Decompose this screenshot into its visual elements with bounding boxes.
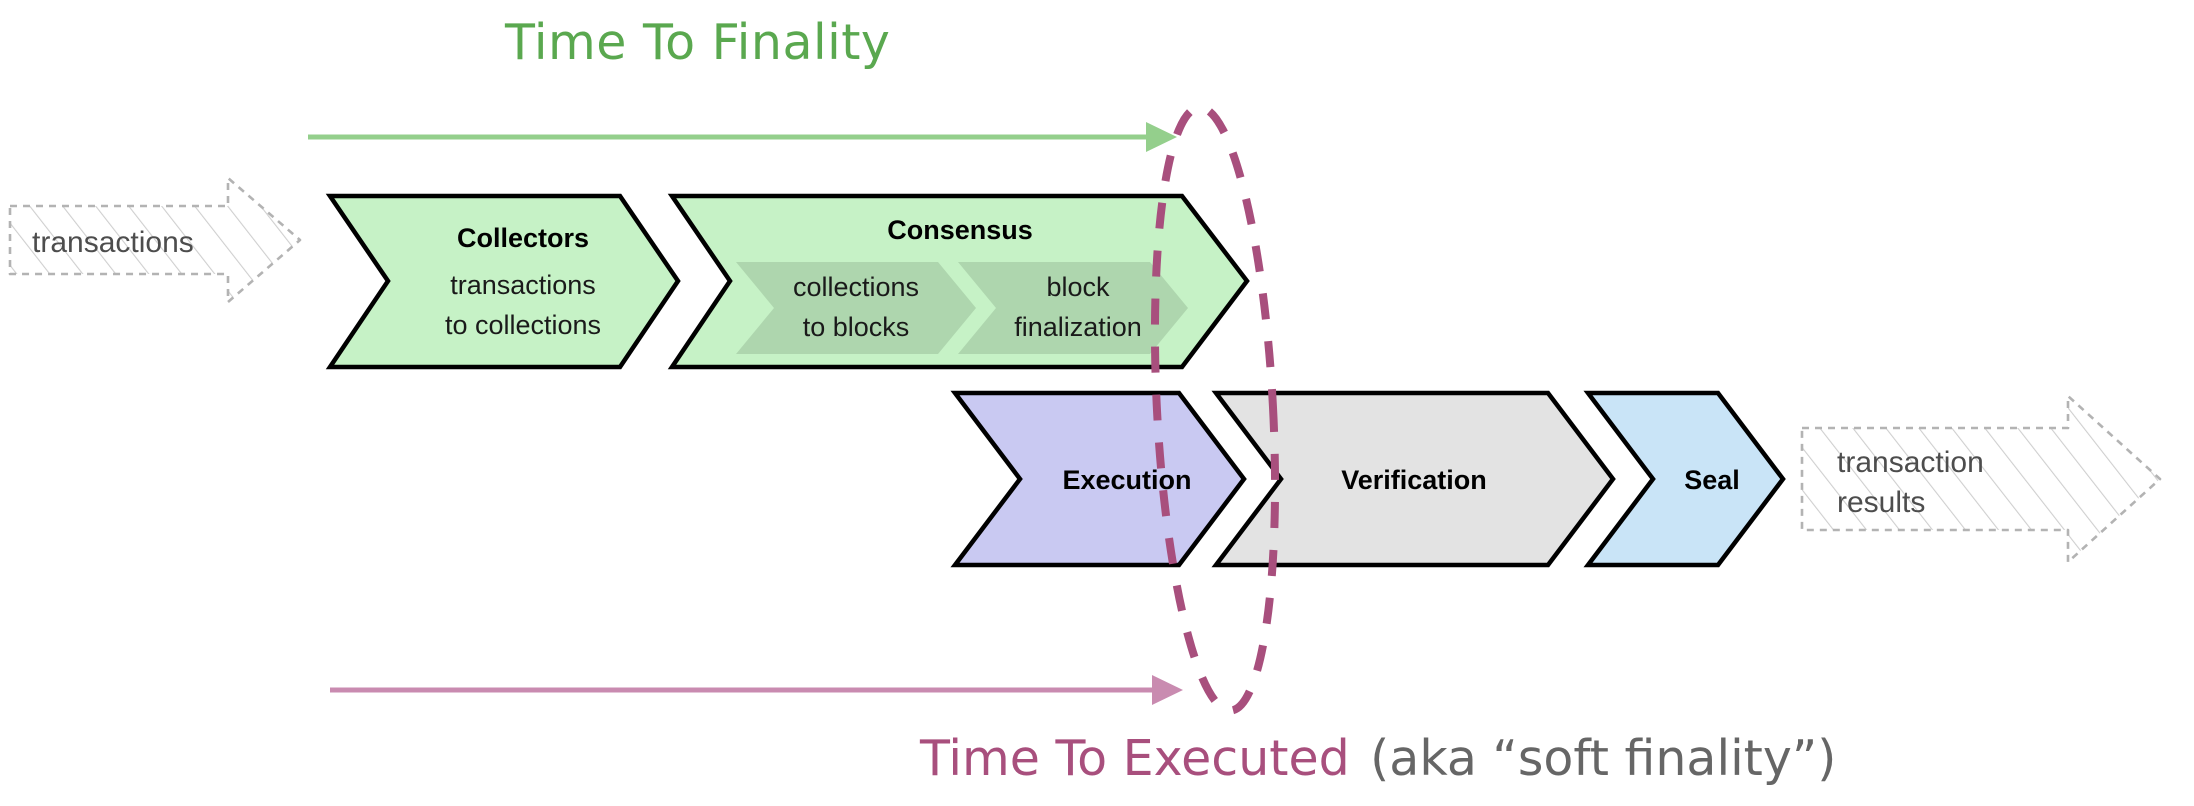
seal-title: Seal	[1684, 465, 1740, 495]
collectors-subtitle-line2: to collections	[445, 310, 601, 340]
stage-execution[interactable]: Execution	[950, 390, 1247, 568]
consensus-substage-block-finalization[interactable]: block finalization	[958, 262, 1188, 354]
verification-chevron[interactable]	[1211, 390, 1616, 568]
collectors-chevron[interactable]	[325, 193, 681, 370]
collections-to-blocks-chevron[interactable]	[736, 262, 976, 354]
collectors-subtitle-line1: transactions	[450, 270, 596, 300]
seal-chevron[interactable]	[1583, 390, 1786, 568]
ghost-input-shape	[8, 176, 302, 304]
block-finalization-line1: block	[1046, 272, 1110, 302]
ghost-output-shape	[1800, 394, 2162, 564]
ghost-output-label-line2: results	[1837, 486, 1925, 519]
collections-to-blocks-line2: to blocks	[803, 312, 910, 342]
dashed-ellipse-boundary-marker	[1150, 103, 1280, 715]
ghost-input-transactions: transactions	[8, 176, 302, 304]
execution-title: Execution	[1062, 465, 1191, 495]
soft-finality-note: (aka “soft finality”)	[1370, 730, 1836, 787]
stage-verification[interactable]: Verification	[1211, 390, 1616, 568]
stage-seal[interactable]: Seal	[1583, 390, 1786, 568]
execution-chevron[interactable]	[950, 390, 1247, 568]
consensus-title: Consensus	[887, 215, 1033, 245]
stage-collectors[interactable]: Collectors transactions to collections	[325, 193, 681, 370]
verification-title: Verification	[1341, 465, 1487, 495]
time-to-executed-label: Time To Executed	[919, 730, 1350, 787]
ghost-output-label-line1: transaction	[1837, 446, 1984, 479]
ghost-input-label: transactions	[32, 226, 194, 259]
ghost-output-transaction-results: transaction results	[1800, 394, 2162, 564]
collections-to-blocks-line1: collections	[793, 272, 919, 302]
stage-consensus[interactable]: Consensus collections to blocks block fi…	[667, 193, 1250, 370]
time-to-finality-title: Time To Finality	[504, 14, 890, 71]
bottom-caption: Time To Executed (aka “soft finality”)	[919, 730, 1836, 787]
block-finalization-line2: finalization	[1014, 312, 1142, 342]
block-finalization-chevron[interactable]	[958, 262, 1188, 354]
collectors-title: Collectors	[457, 223, 589, 253]
consensus-substage-collections-to-blocks[interactable]: collections to blocks	[736, 262, 976, 354]
